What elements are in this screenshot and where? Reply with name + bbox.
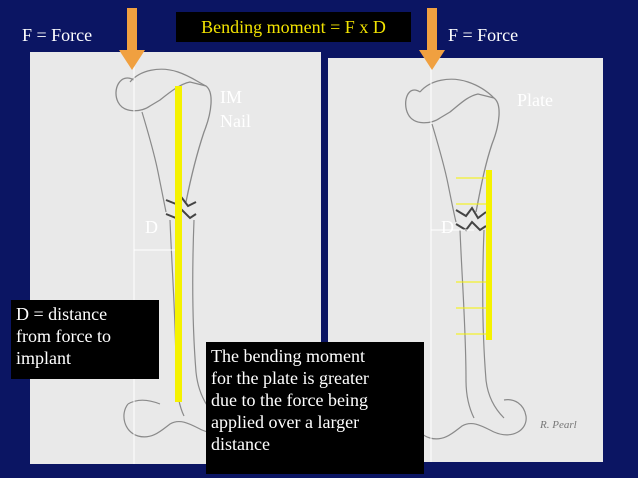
right-distance-label: D (441, 217, 454, 237)
explanation-line: due to the force being (211, 390, 368, 410)
im-nail-label-line1: IM (220, 87, 242, 107)
right-force-label: F = Force (448, 25, 519, 45)
femur-shaft-medial (459, 229, 475, 419)
plate-distance-lines (456, 177, 488, 335)
trochanter-outline (129, 68, 207, 87)
plate-implant (486, 170, 492, 340)
im-nail-femur-drawing (115, 62, 237, 464)
femur-shaft-lateral (482, 229, 505, 419)
fracture-line-lower (455, 220, 487, 232)
definition-line: implant (16, 348, 71, 368)
im-nail-panel (30, 52, 321, 464)
distance-definition-box: D = distance from force to implant (11, 300, 159, 379)
femur-medial-proximal (141, 111, 167, 213)
femur-shaft-lateral (192, 219, 215, 415)
explanation-line: distance (211, 434, 270, 454)
im-nail-implant (175, 86, 182, 402)
definition-line: from force to (16, 326, 111, 346)
left-force-label: F = Force (22, 25, 93, 45)
plate-femur-drawing: R. Pearl (405, 62, 577, 462)
definition-line: D = distance (16, 304, 108, 324)
explanation-box: The bending moment for the plate is grea… (206, 342, 424, 474)
femur-head-outline (115, 77, 212, 203)
condyle-detail (127, 399, 161, 405)
artist-signature: R. Pearl (539, 419, 577, 431)
explanation-line: The bending moment (211, 346, 365, 366)
plate-label: Plate (517, 90, 553, 110)
femur-head-outline (405, 89, 500, 213)
fracture-line (455, 206, 487, 220)
explanation-line: applied over a larger (211, 412, 360, 432)
im-nail-label-line2: Nail (220, 111, 251, 131)
left-distance-label: D (145, 217, 158, 237)
explanation-line: for the plate is greater (211, 368, 369, 388)
femur-medial-proximal (431, 123, 457, 223)
femur-condyles (415, 399, 527, 440)
slide-title: Bending moment = F x D (176, 12, 411, 42)
